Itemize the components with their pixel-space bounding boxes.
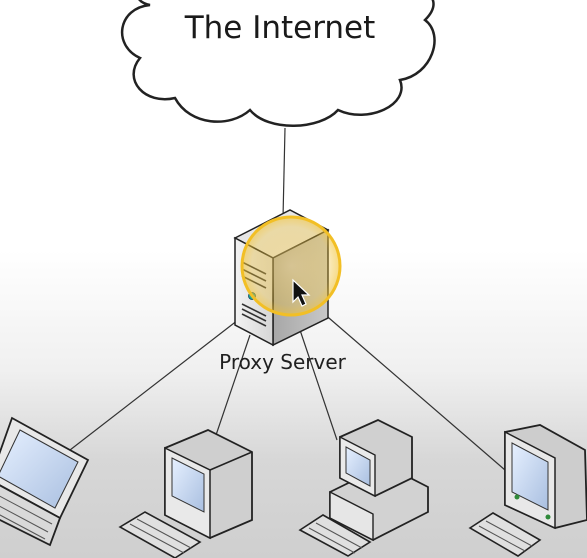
cloud-icon	[120, 0, 436, 127]
desktop-computer-icon	[118, 429, 253, 558]
proxy-server-label: Proxy Server	[219, 350, 346, 374]
mouse-pointer-icon	[292, 278, 311, 307]
laptop-icon	[0, 416, 90, 547]
crt-monitor-icon	[468, 424, 587, 557]
proxy-desktop-link	[214, 334, 251, 439]
proxy-laptop-link	[69, 319, 239, 451]
proxy-desktop-classic-link	[299, 329, 338, 441]
connection-lines	[69, 127, 506, 471]
desktop-classic-icon	[298, 419, 429, 557]
internet-proxy-link	[282, 127, 286, 219]
proxy-crt-link	[321, 311, 506, 471]
cursor-highlight	[240, 215, 342, 317]
internet-label: The Internet	[184, 10, 376, 46]
